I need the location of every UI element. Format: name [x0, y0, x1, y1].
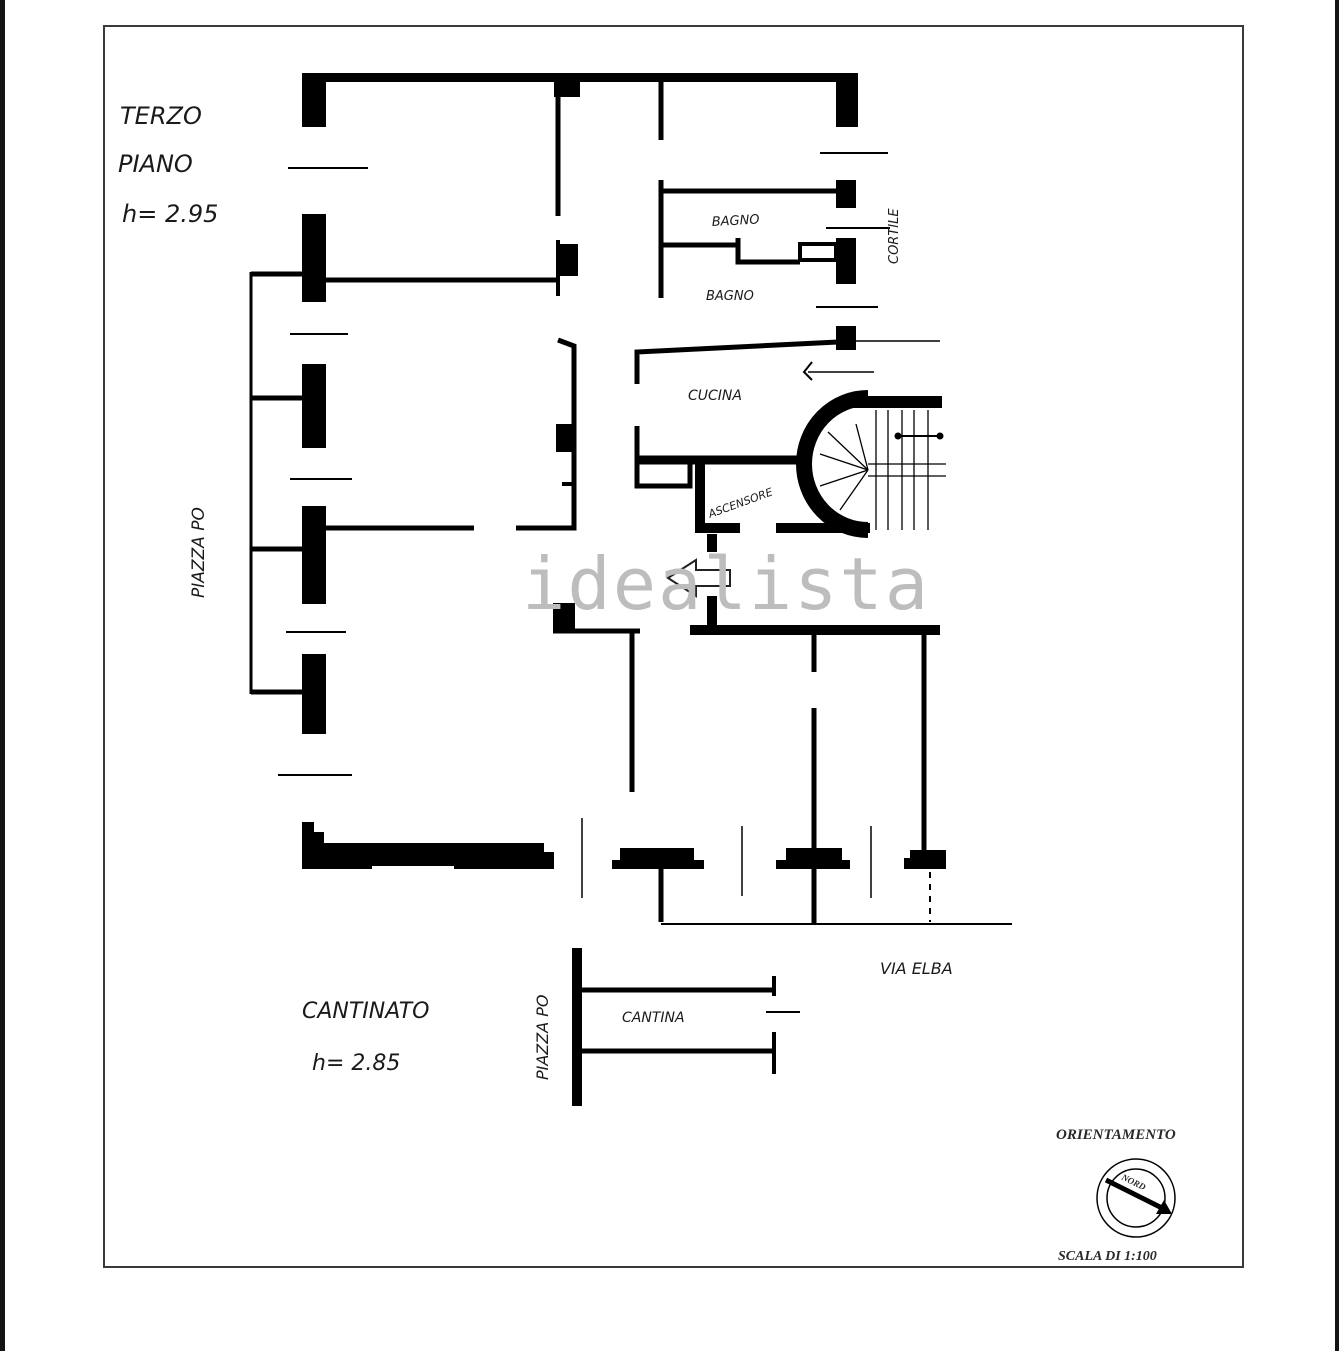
pillar-top-right: [836, 73, 858, 127]
orientation-label: ORIENTAMENTO: [1056, 1127, 1176, 1143]
room-label-ascensore: ASCENSORE: [706, 485, 775, 521]
street-label-piazza-po: PIAZZA PO: [189, 507, 209, 598]
viewer-right-edge: [1335, 0, 1339, 1351]
room-label-bagno-1: BAGNO: [711, 213, 760, 230]
label-cortile: CORTILE: [887, 208, 902, 264]
room-label-cantina: CANTINA: [622, 1010, 685, 1026]
upper-floor-title-line2: PIANO: [118, 150, 193, 178]
upper-floor-title-line1: TERZO: [120, 102, 202, 130]
basement-height: h= 2.85: [312, 1051, 400, 1076]
street-label-via-elba: VIA ELBA: [880, 959, 953, 978]
basement-title: CANTINATO: [302, 999, 429, 1024]
watermark-arrow-icon: [666, 558, 731, 598]
room-label-cucina: CUCINA: [688, 388, 742, 404]
street-label-piazza-po-cellar: PIAZZA PO: [533, 994, 552, 1080]
room-label-bagno-2: BAGNO: [706, 289, 754, 304]
viewer-left-edge: [0, 0, 5, 1351]
scale-label: SCALA DI 1:100: [1058, 1249, 1157, 1264]
pillar-top-left: [302, 73, 326, 127]
floor-plan-sheet: [103, 25, 1244, 1268]
upper-floor-height: h= 2.95: [122, 200, 218, 228]
idealista-watermark: idealista: [522, 542, 931, 626]
